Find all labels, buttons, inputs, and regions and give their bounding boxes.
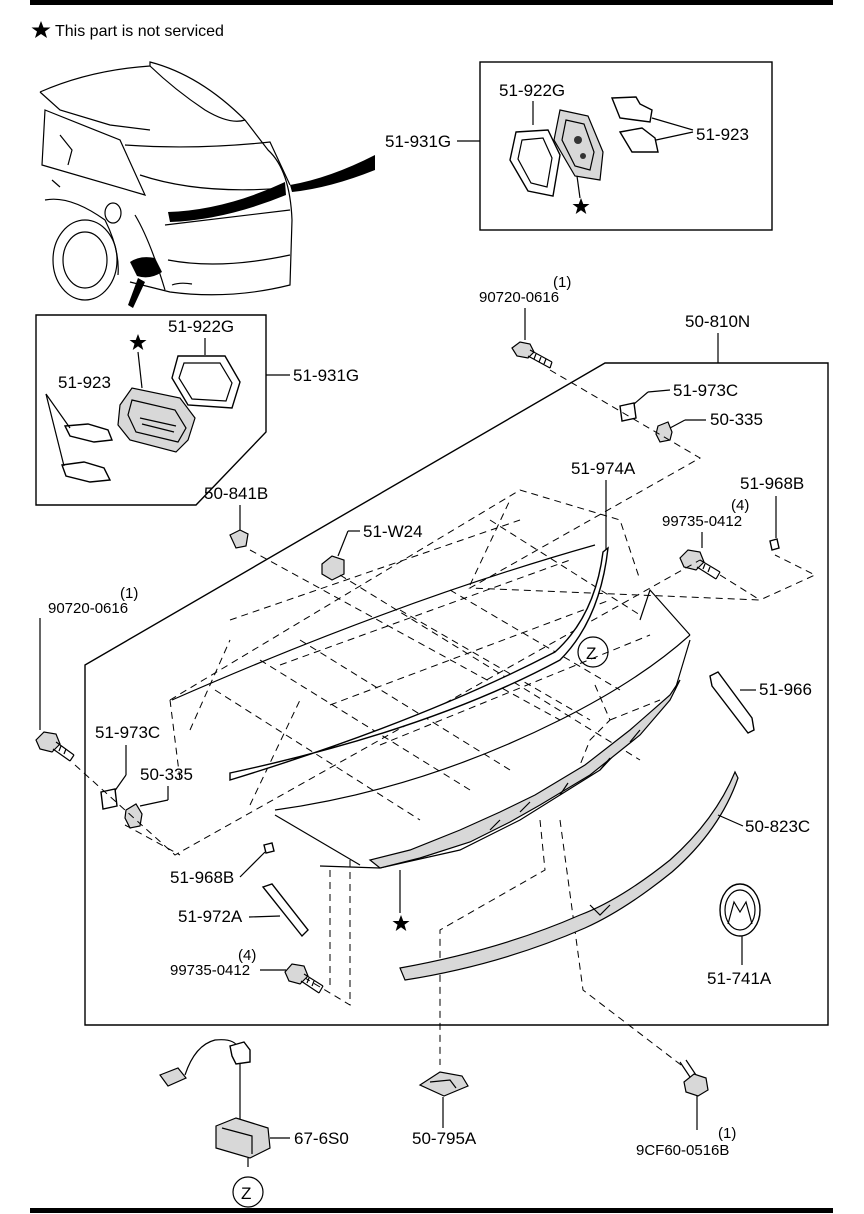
qty-99735-left: (4) — [238, 947, 256, 964]
fuel-lid-highlight — [130, 257, 162, 278]
bolt-icon — [35, 731, 75, 762]
vehicle-illustration — [39, 61, 375, 308]
housing-left — [117, 387, 196, 453]
qty-90720-top: (1) — [553, 274, 571, 291]
gasket-51-922G-top — [509, 129, 561, 197]
label-50-841B: 50-841B — [204, 484, 268, 503]
qty-90720-left: (1) — [120, 585, 138, 602]
label-51-922G-left: 51-922G — [168, 317, 234, 336]
top-border — [30, 0, 833, 5]
inset-box-top-right: 51-922G 51-923 51-931G — [385, 61, 773, 231]
label-67-6S0: 67-6S0 — [294, 1129, 349, 1148]
label-51-968B-top: 51-968B — [740, 474, 804, 493]
star-icon — [129, 334, 147, 350]
bolt-icon — [679, 1059, 709, 1130]
qty-99735-top: (4) — [731, 497, 749, 514]
label-99735-top: 99735-0412 — [662, 513, 742, 530]
nut-icon — [655, 421, 673, 443]
label-50-335-left: 50-335 — [140, 765, 193, 784]
clip-icon — [263, 842, 275, 854]
spoiler-51-974A — [229, 546, 609, 781]
callout-90720-top: (1) 90720-0616 — [479, 274, 571, 369]
label-51-974A: 51-974A — [571, 459, 636, 478]
trim-51-972A — [261, 883, 309, 938]
nut-icon — [124, 803, 143, 829]
assembly-frame — [84, 362, 829, 1026]
liftgate-panel — [171, 544, 691, 869]
clip-icon — [769, 538, 780, 551]
bolt-icon — [284, 963, 324, 994]
emblem-51-741A — [719, 883, 761, 965]
housing-top — [553, 109, 604, 181]
star-note-text: This part is not serviced — [55, 23, 224, 40]
garnish-lower-edge — [368, 679, 681, 869]
label-90720-top: 90720-0616 — [479, 289, 559, 306]
switch-50-795A — [418, 1071, 469, 1128]
label-90720-left: 90720-0616 — [48, 600, 128, 617]
dashed-guides — [74, 369, 817, 1069]
lamp-67-6S0: Z — [159, 1039, 290, 1208]
label-51-966: 51-966 — [759, 680, 812, 699]
inset-frame-left — [35, 314, 267, 506]
inset-frame-top — [479, 61, 773, 231]
label-50-335-top: 50-335 — [710, 410, 763, 429]
bolt-icon — [679, 549, 721, 580]
label-51-973C-top: 51-973C — [673, 381, 738, 400]
label-51-931G-top: 51-931G — [385, 132, 451, 151]
bracket-51-923-a — [610, 96, 653, 123]
label-50-823C: 50-823C — [745, 817, 810, 836]
bottom-border — [30, 1208, 833, 1213]
trim-51-966 — [709, 671, 755, 734]
z-label-bottom: Z — [241, 1184, 251, 1203]
label-9CF60-0516B: 9CF60-0516B — [636, 1142, 729, 1159]
z-label-mid: Z — [586, 644, 596, 663]
bracket-51-923-left-a — [63, 423, 113, 443]
label-51-972A: 51-972A — [178, 907, 243, 926]
inset-box-left: 51-922G 51-923 51-931G — [35, 314, 359, 506]
pointer-wedge-bottom — [128, 278, 145, 308]
label-51-922G-top: 51-922G — [499, 81, 565, 100]
label-51-973C-left: 51-973C — [95, 723, 160, 742]
bracket-51-923-left-b — [61, 461, 112, 483]
rear-glass-strip — [168, 182, 286, 222]
bolt-icon — [511, 341, 553, 369]
qty-9CF60: (1) — [718, 1125, 736, 1142]
legend: This part is not serviced — [31, 21, 224, 40]
label-51-741A: 51-741A — [707, 969, 772, 988]
pointer-wedge-top — [290, 155, 375, 192]
garnish-50-823C — [399, 770, 739, 981]
label-51-W24: 51-W24 — [363, 522, 423, 541]
star-icon — [572, 198, 590, 214]
star-icon — [31, 21, 51, 38]
clip-icon — [100, 788, 118, 810]
star-icon — [392, 915, 410, 931]
clip-icon — [619, 402, 637, 422]
label-50-795A: 50-795A — [412, 1129, 477, 1148]
nut-icon — [321, 555, 345, 581]
label-51-968B-left: 51-968B — [170, 868, 234, 887]
label-50-810N: 50-810N — [685, 312, 750, 331]
bracket-51-923-b — [618, 127, 659, 153]
label-99735-left: 99735-0412 — [170, 962, 250, 979]
z-marker-mid: Z — [577, 636, 609, 668]
label-51-931G-left: 51-931G — [293, 366, 359, 385]
clip-icon — [229, 529, 249, 549]
label-51-923-left: 51-923 — [58, 373, 111, 392]
label-51-923-top: 51-923 — [696, 125, 749, 144]
